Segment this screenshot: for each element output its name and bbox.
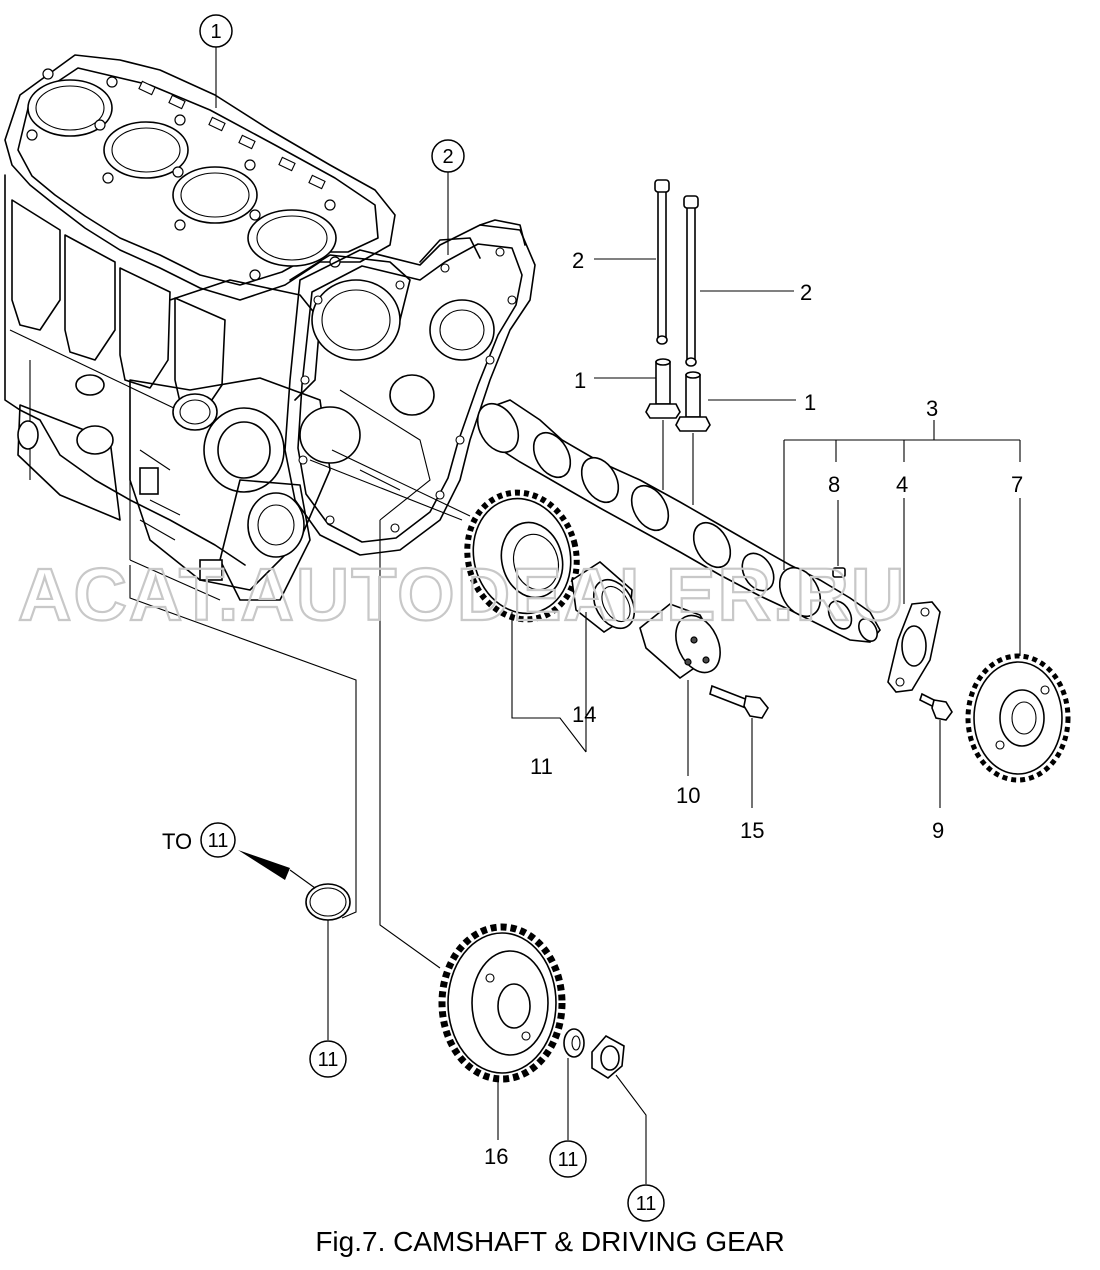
label-idler-gear-assy: 11: [530, 754, 553, 779]
callout-gear-case-text: 2: [442, 146, 453, 168]
bolt-15: [709, 684, 769, 719]
figure-caption: Fig.7. CAMSHAFT & DRIVING GEAR: [315, 1226, 785, 1257]
idler-gear: [464, 489, 580, 623]
callout-washer-text: 11: [558, 1149, 579, 1171]
callout-nut-text: 11: [636, 1193, 657, 1215]
label-bolt-9: 9: [932, 818, 944, 843]
label-camshaft-assy: 3: [926, 396, 938, 421]
label-thrust-plate: 4: [896, 472, 908, 497]
to-prefix-label: TO: [162, 829, 192, 854]
callout-to-ref: 11: [200, 822, 236, 858]
callout-o-ring: 11: [309, 1040, 347, 1078]
callout-block: 1: [199, 14, 233, 108]
label-bushing: 14: [572, 702, 596, 727]
label-drive-gear: 16: [484, 1144, 508, 1169]
callout-o-ring-text: 11: [318, 1049, 339, 1071]
o-ring: [305, 883, 351, 921]
label-cam-gear: 7: [1011, 472, 1023, 497]
label-pushrod-b: 2: [800, 280, 812, 305]
label-idler-shaft: 10: [676, 783, 700, 808]
bushing: [571, 561, 636, 633]
callout-to-ref-text: 11: [208, 830, 229, 852]
key-part: [832, 567, 846, 578]
cam-gear: [965, 653, 1071, 783]
label-tappet-a: 1: [574, 368, 586, 393]
idler-shaft: [639, 603, 721, 680]
camshaft: [476, 399, 881, 643]
watermark: ACAT.AUTODEALER.RU: [18, 553, 906, 636]
leader-lines: [129, 258, 1021, 1184]
gear-case: [284, 219, 536, 556]
callout-nut: 11: [627, 1184, 665, 1222]
gear-nut: [591, 1034, 625, 1079]
label-pushrod-a: 2: [572, 248, 584, 273]
callout-gear-case: 2: [431, 139, 465, 255]
lock-washer: [563, 1028, 585, 1058]
cylinder-block: [4, 54, 411, 601]
label-bolt-15: 15: [740, 818, 764, 843]
push-rods: [654, 179, 699, 367]
bolt-9: [919, 692, 953, 721]
callout-washer: 11: [549, 1140, 587, 1178]
drive-gear: [438, 923, 566, 1083]
callout-block-text: 1: [210, 21, 221, 43]
label-key: 8: [828, 472, 840, 497]
label-tappet-b: 1: [804, 390, 816, 415]
thrust-plate: [887, 601, 941, 693]
tappets: [645, 358, 711, 505]
